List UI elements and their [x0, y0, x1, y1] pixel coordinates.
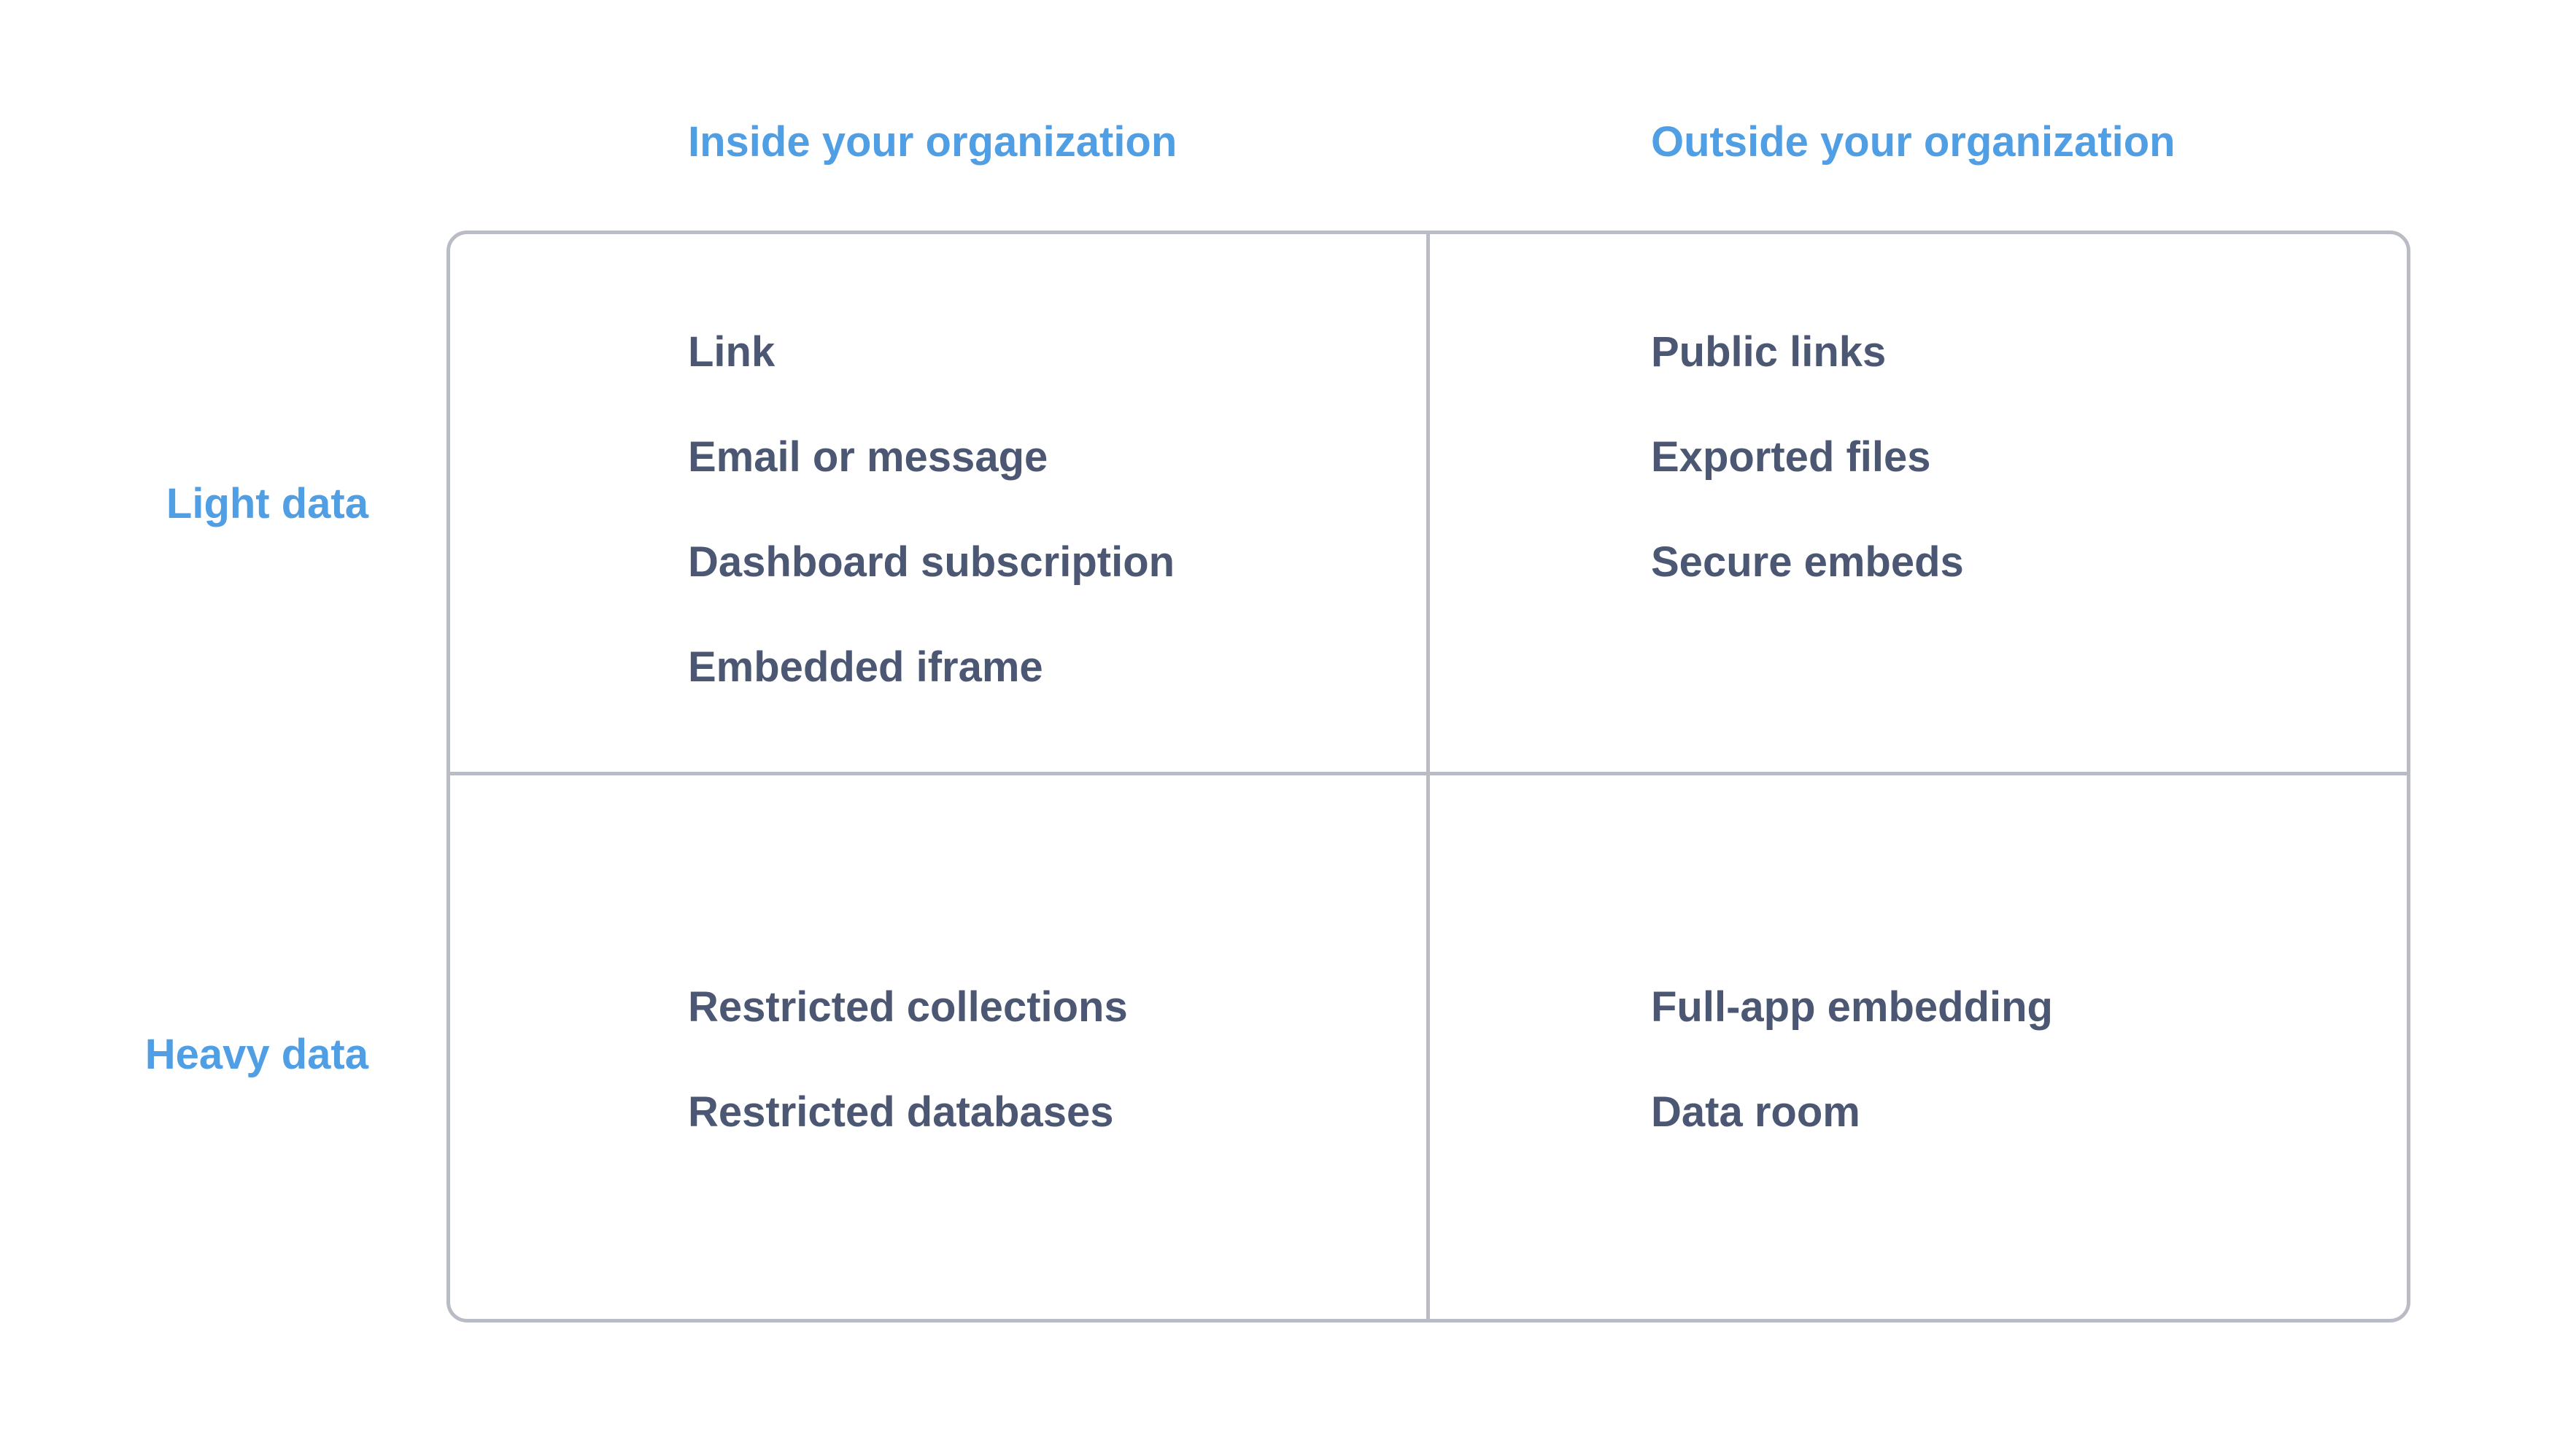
quadrant-item: Exported files	[1651, 433, 1931, 481]
row-label-light-data: Light data	[166, 480, 368, 527]
quadrant-heavy-data-inside: Restricted collections Restricted databa…	[688, 955, 1128, 1165]
quadrant-item: Restricted collections	[688, 983, 1128, 1031]
quadrant-item: Dashboard subscription	[688, 538, 1175, 586]
quadrant-item: Restricted databases	[688, 1088, 1114, 1136]
quadrant-heavy-data-outside: Full-app embedding Data room	[1651, 955, 2053, 1165]
quadrant-item: Data room	[1651, 1088, 1860, 1136]
quadrant-item: Email or message	[688, 433, 1048, 481]
grid-horizontal-divider	[446, 772, 2410, 775]
column-header-outside-organization: Outside your organization	[1651, 118, 2176, 166]
grid-vertical-divider	[1426, 231, 1430, 1323]
quadrant-item: Link	[688, 328, 776, 376]
column-header-inside-organization: Inside your organization	[688, 118, 1177, 166]
quadrant-light-data-outside: Public links Exported files Secure embed…	[1651, 300, 1964, 615]
quadrant-item: Public links	[1651, 328, 1887, 376]
quadrant-item: Embedded iframe	[688, 643, 1043, 691]
quadrant-light-data-inside: Link Email or message Dashboard subscrip…	[688, 300, 1175, 720]
quadrant-item: Full-app embedding	[1651, 983, 2053, 1031]
row-label-heavy-data: Heavy data	[144, 1031, 368, 1078]
quadrant-item: Secure embeds	[1651, 538, 1964, 586]
